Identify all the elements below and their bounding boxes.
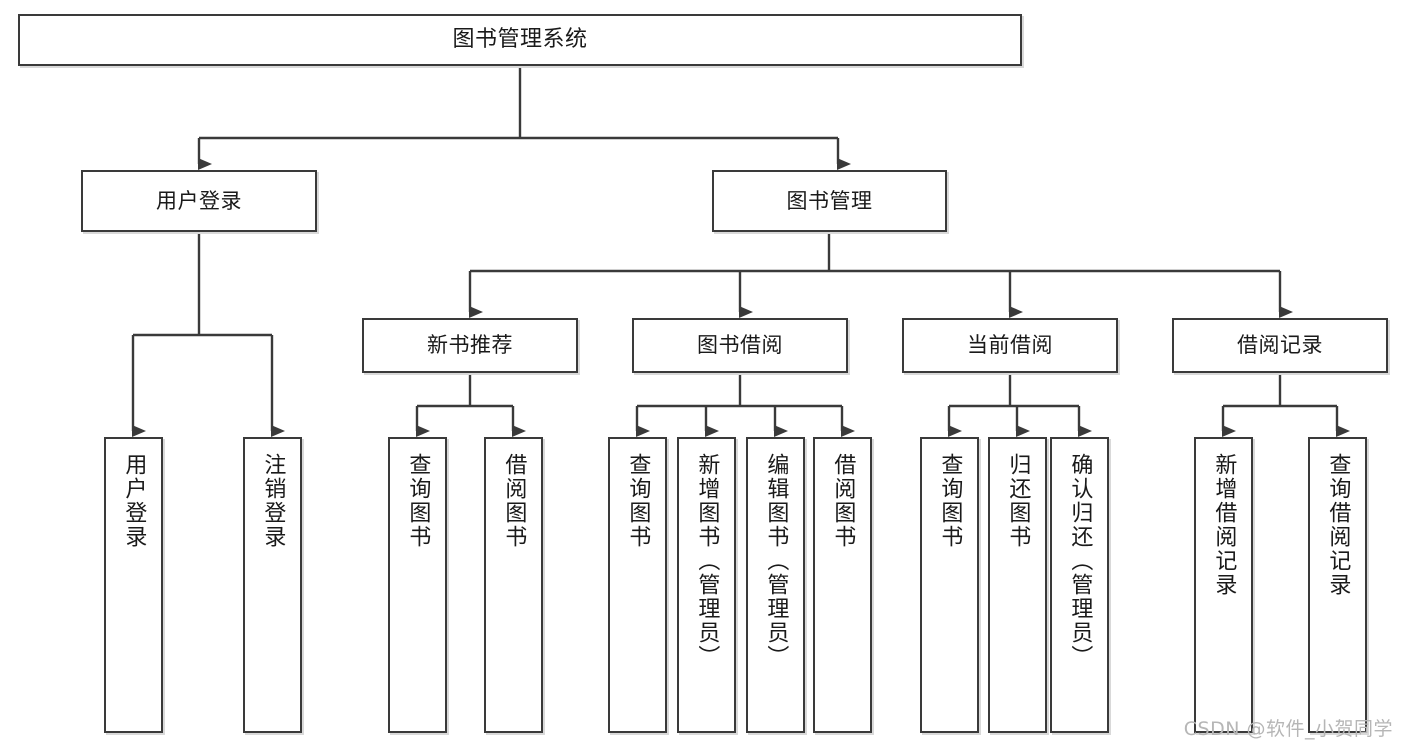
node-new-book-rec-label: 新书推荐 — [427, 333, 513, 358]
node-leaf-add-record[interactable]: 新增借阅记录 — [1194, 437, 1253, 733]
node-leaf-borrow-book-2[interactable]: 借阅图书 — [813, 437, 872, 733]
node-current-borrow[interactable]: 当前借阅 — [902, 318, 1118, 373]
node-leaf-logout-label: 注销登录 — [260, 453, 286, 549]
node-leaf-query-book-2-label: 查询图书 — [625, 453, 651, 549]
node-root-label: 图书管理系统 — [452, 27, 588, 53]
node-borrow-record-label: 借阅记录 — [1237, 333, 1323, 358]
node-user-login[interactable]: 用户登录 — [81, 170, 317, 232]
node-root[interactable]: 图书管理系统 — [18, 14, 1022, 66]
node-leaf-user-login-label: 用户登录 — [121, 453, 147, 549]
node-user-login-label: 用户登录 — [156, 188, 242, 213]
node-leaf-query-book-1[interactable]: 查询图书 — [388, 437, 447, 733]
node-book-borrow-label: 图书借阅 — [697, 333, 783, 358]
node-new-book-rec[interactable]: 新书推荐 — [362, 318, 578, 373]
node-leaf-query-book-3[interactable]: 查询图书 — [920, 437, 979, 733]
node-leaf-return-book[interactable]: 归还图书 — [988, 437, 1047, 733]
node-leaf-return-book-label: 归还图书 — [1005, 453, 1031, 549]
node-leaf-borrow-book-1[interactable]: 借阅图书 — [484, 437, 543, 733]
node-leaf-query-book-1-label: 查询图书 — [405, 453, 431, 549]
node-leaf-query-record[interactable]: 查询借阅记录 — [1308, 437, 1367, 733]
node-leaf-borrow-book-1-label: 借阅图书 — [501, 453, 527, 549]
node-book-manage-label: 图书管理 — [786, 188, 873, 213]
node-leaf-borrow-book-2-label: 借阅图书 — [830, 453, 856, 549]
node-leaf-edit-book[interactable]: 编辑图书（管理员） — [746, 437, 805, 733]
node-leaf-add-record-label: 新增借阅记录 — [1211, 453, 1237, 597]
csdn-watermark: CSDN @软件_小贺同学 — [1183, 718, 1393, 740]
node-leaf-confirm-return[interactable]: 确认归还（管理员） — [1050, 437, 1109, 733]
node-leaf-user-login[interactable]: 用户登录 — [104, 437, 163, 733]
node-leaf-confirm-return-label: 确认归还（管理员） — [1067, 453, 1093, 669]
node-leaf-edit-book-label: 编辑图书（管理员） — [763, 453, 789, 669]
node-leaf-query-record-label: 查询借阅记录 — [1325, 453, 1351, 597]
node-leaf-logout[interactable]: 注销登录 — [243, 437, 302, 733]
node-leaf-query-book-2[interactable]: 查询图书 — [608, 437, 667, 733]
node-book-manage[interactable]: 图书管理 — [712, 170, 947, 232]
node-current-borrow-label: 当前借阅 — [967, 333, 1053, 358]
node-book-borrow[interactable]: 图书借阅 — [632, 318, 848, 373]
node-leaf-add-book[interactable]: 新增图书（管理员） — [677, 437, 736, 733]
node-borrow-record[interactable]: 借阅记录 — [1172, 318, 1388, 373]
node-leaf-query-book-3-label: 查询图书 — [937, 453, 963, 549]
node-leaf-add-book-label: 新增图书（管理员） — [694, 453, 720, 669]
